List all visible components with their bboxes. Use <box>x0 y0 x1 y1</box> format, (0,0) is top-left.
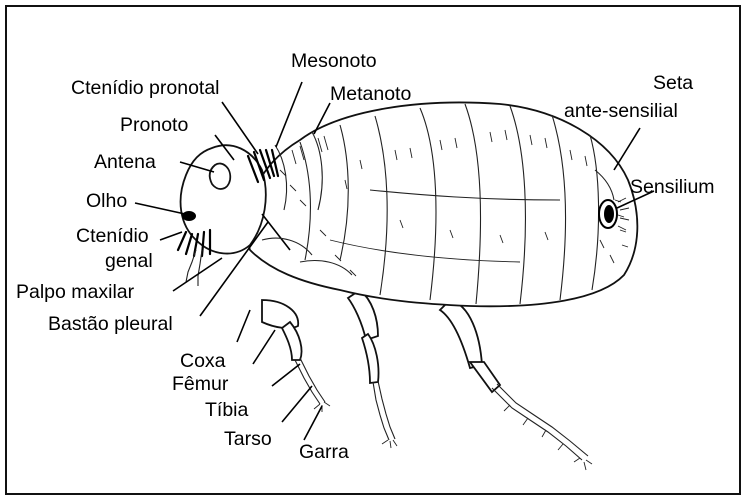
label-palpo-maxilar: Palpo maxilar <box>16 281 135 303</box>
leader-olho <box>135 203 185 214</box>
eye <box>182 211 196 221</box>
label-seta-line2: ante-sensilial <box>564 100 678 122</box>
label-olho: Olho <box>86 190 127 212</box>
leader-garra <box>304 406 322 440</box>
middle-leg <box>348 290 397 448</box>
label-seta-line1: Seta <box>653 72 693 94</box>
leader-seta-ante-sensilial <box>614 128 640 170</box>
abdomen-outline <box>247 103 638 307</box>
label-coxa: Coxa <box>180 350 226 372</box>
hind-leg <box>440 300 592 470</box>
leader-palpo-maxilar <box>173 258 222 291</box>
label-tibia: Tíbia <box>205 399 249 421</box>
leader-coxa <box>237 310 250 342</box>
label-ctenidio-pronotal: Ctenídio pronotal <box>71 77 220 99</box>
leader-tibia <box>272 364 300 386</box>
head-outline <box>181 145 266 253</box>
front-leg <box>262 300 330 412</box>
label-antena: Antena <box>94 151 156 173</box>
leader-mesonoto <box>276 82 302 147</box>
label-ctenidio-genal-line2: genal <box>105 250 153 272</box>
label-tarso: Tarso <box>224 428 272 450</box>
label-pronoto: Pronoto <box>120 114 188 136</box>
label-mesonoto: Mesonoto <box>291 50 377 72</box>
label-ctenidio-genal-line1: Ctenídio <box>76 225 149 247</box>
leader-tarso <box>282 386 312 422</box>
label-sensilium: Sensilium <box>630 176 715 198</box>
label-garra: Garra <box>299 441 349 463</box>
leader-ctenidio-genal <box>160 232 182 240</box>
label-femur: Fêmur <box>172 373 229 395</box>
antenna <box>210 163 231 188</box>
leader-femur <box>253 330 275 364</box>
label-metanoto: Metanoto <box>330 83 411 105</box>
label-bastao-pleural: Bastão pleural <box>48 313 173 335</box>
